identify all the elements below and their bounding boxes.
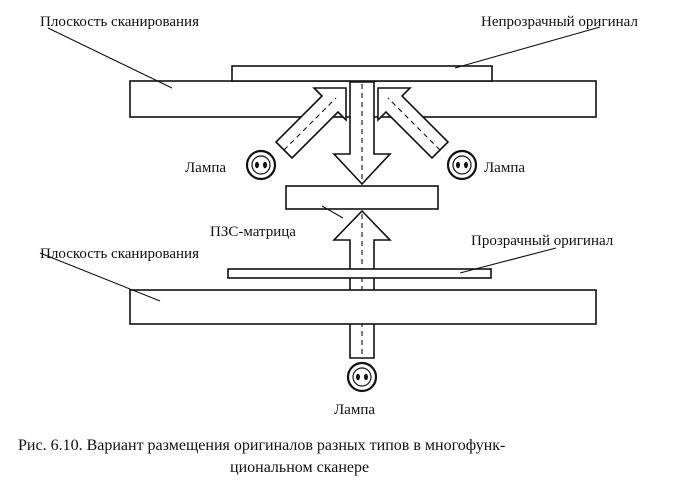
lamp-left-icon bbox=[245, 149, 277, 181]
label-lamp-right: Лампа bbox=[484, 160, 525, 176]
ccd-matrix bbox=[285, 185, 439, 210]
right-lamp-beam bbox=[377, 87, 450, 160]
label-transparent-original: Прозрачный оригинал bbox=[471, 233, 614, 249]
opaque-original-plate bbox=[231, 65, 493, 82]
leader-top-scan-plane bbox=[47, 27, 173, 89]
reflected-beam-arrow bbox=[332, 81, 392, 186]
left-lamp-beam bbox=[274, 87, 347, 160]
label-bottom-scan-plane: Плоскость сканирования bbox=[40, 246, 199, 262]
leader-ccd-matrix bbox=[321, 205, 344, 219]
lamp-bottom-icon bbox=[346, 361, 378, 393]
transparent-original-plate bbox=[227, 268, 492, 279]
bottom-scan-glass bbox=[129, 289, 597, 325]
label-opaque-original: Непрозрачный оригинал bbox=[481, 14, 638, 30]
leader-opaque-original bbox=[454, 26, 601, 69]
lamp-right-icon bbox=[446, 149, 478, 181]
leader-transparent-original bbox=[459, 247, 557, 274]
label-ccd-matrix: ПЗС-матрица bbox=[210, 224, 296, 240]
label-top-scan-plane: Плоскость сканирования bbox=[40, 14, 199, 30]
transmitted-beam-arrow bbox=[332, 209, 392, 359]
figure-caption-line2: циональном сканере bbox=[230, 459, 369, 476]
figure-caption-line1: Рис. 6.10. Вариант размещения оригиналов… bbox=[18, 437, 505, 454]
leader-bottom-scan-plane bbox=[39, 252, 161, 302]
label-lamp-left: Лампа bbox=[185, 160, 226, 176]
label-lamp-bottom: Лампа bbox=[334, 402, 375, 418]
